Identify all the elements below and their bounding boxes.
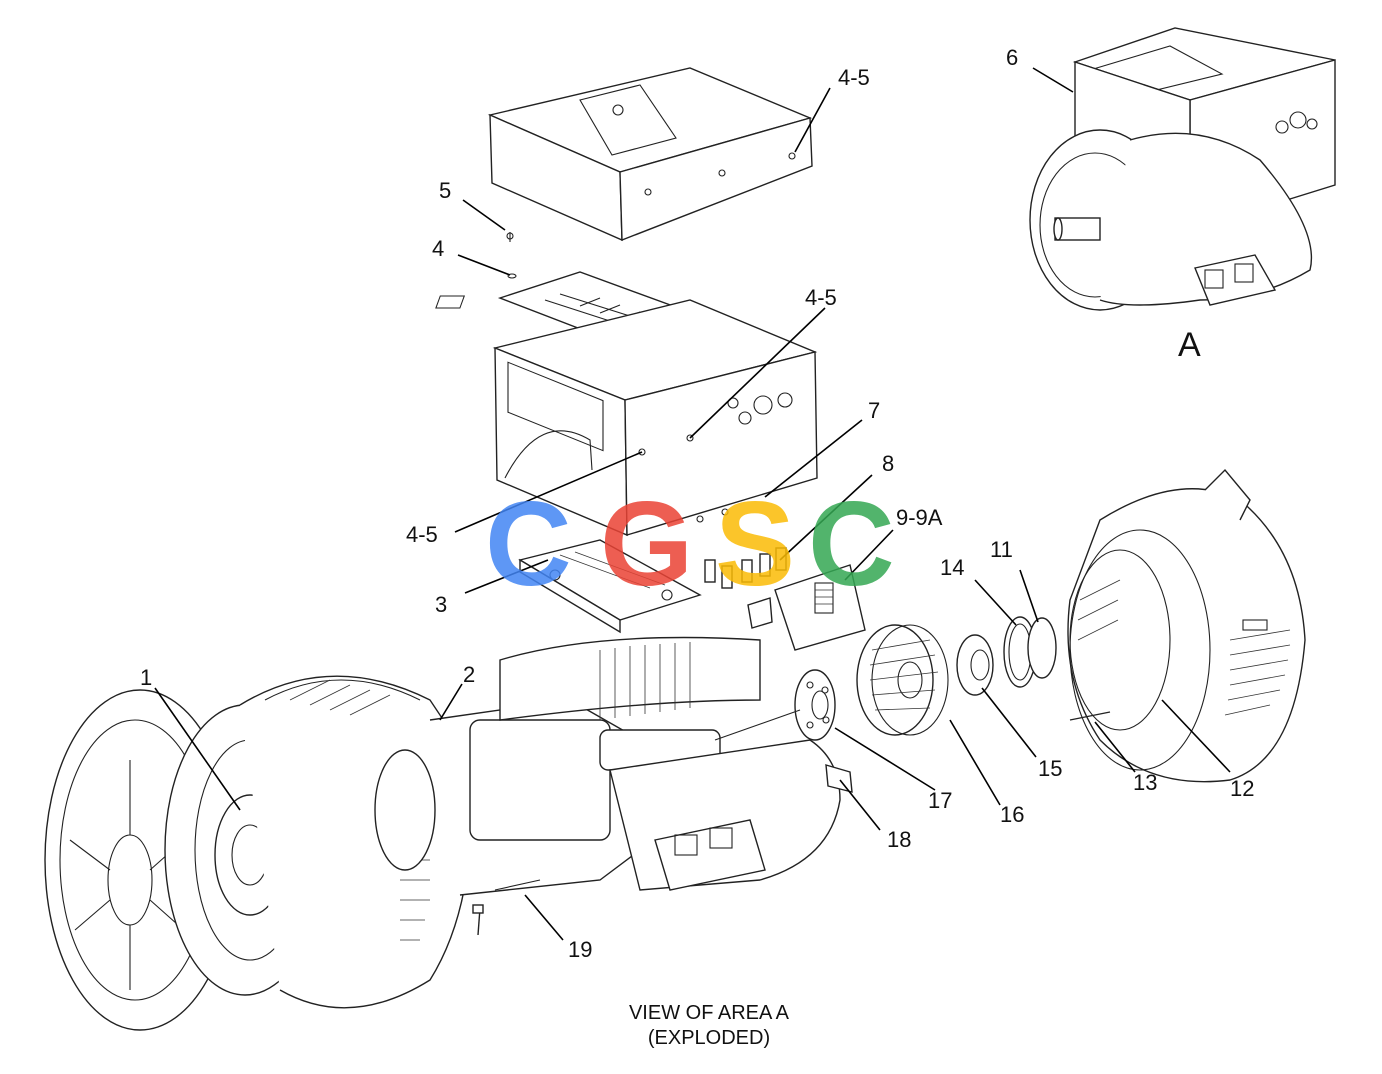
o-ring [1003, 616, 1037, 688]
generator-frame [44, 636, 841, 1031]
label-11: 11 [990, 537, 1013, 562]
label-6: 6 [1006, 45, 1018, 70]
caption-line-1: VIEW OF AREA A [629, 1002, 790, 1024]
part-labels: 4-5 5 4 4-5 7 8 9-9A 4-5 3 6 A 11 14 1 2… [140, 45, 1254, 962]
label-2: 2 [463, 662, 475, 687]
label-1: 1 [140, 665, 152, 690]
label-9-9a: 9-9A [896, 505, 943, 530]
label-19: 19 [568, 937, 592, 962]
terminal-box-cover [487, 67, 813, 242]
watermark-letter-c1: C [485, 477, 572, 611]
watermark-letter-s: S [715, 477, 795, 611]
bearing [956, 634, 994, 696]
label-4-5-left: 4-5 [406, 522, 438, 547]
caption-line-2: (EXPLODED) [648, 1027, 770, 1049]
exciter-rotor [856, 624, 949, 736]
label-15: 15 [1038, 756, 1062, 781]
wave-washer [1027, 617, 1057, 679]
label-7: 7 [868, 398, 880, 423]
terminal-strip [518, 539, 702, 634]
terminal-box-body [492, 299, 818, 537]
label-5: 5 [439, 178, 451, 203]
regulator-board [747, 564, 866, 651]
label-4-5-top: 4-5 [838, 65, 870, 90]
watermark-letter-g: G [600, 477, 693, 611]
assembled-generator-view [1029, 27, 1336, 311]
diagram-caption: VIEW OF AREA A (EXPLODED) [629, 1002, 790, 1049]
leader-lines [154, 67, 1231, 941]
label-18: 18 [887, 827, 911, 852]
label-14: 14 [940, 555, 964, 580]
label-4: 4 [432, 236, 444, 261]
rectifier-assembly [714, 669, 836, 741]
watermark-letter-c2: C [808, 477, 895, 611]
nameplate [825, 764, 853, 793]
label-8: 8 [882, 451, 894, 476]
label-4-5-mid: 4-5 [805, 285, 837, 310]
label-3: 3 [435, 592, 447, 617]
label-16: 16 [1000, 802, 1024, 827]
watermark-logo: C G S C [485, 477, 895, 611]
label-17: 17 [928, 788, 952, 813]
label-13: 13 [1133, 770, 1157, 795]
label-12: 12 [1230, 776, 1254, 801]
label-area-a: A [1178, 326, 1201, 364]
screw-and-washer [506, 232, 517, 279]
end-bracket [1067, 468, 1306, 783]
